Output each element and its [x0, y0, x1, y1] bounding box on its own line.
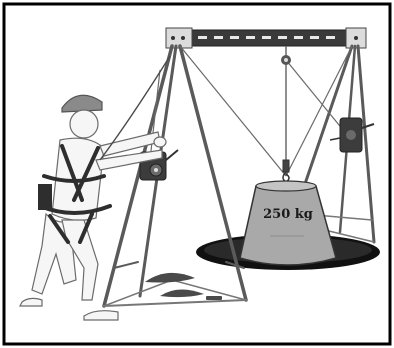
pulley-icon: [281, 55, 291, 65]
top-beam: [166, 28, 366, 48]
weight-label: 250 kg: [263, 207, 313, 222]
